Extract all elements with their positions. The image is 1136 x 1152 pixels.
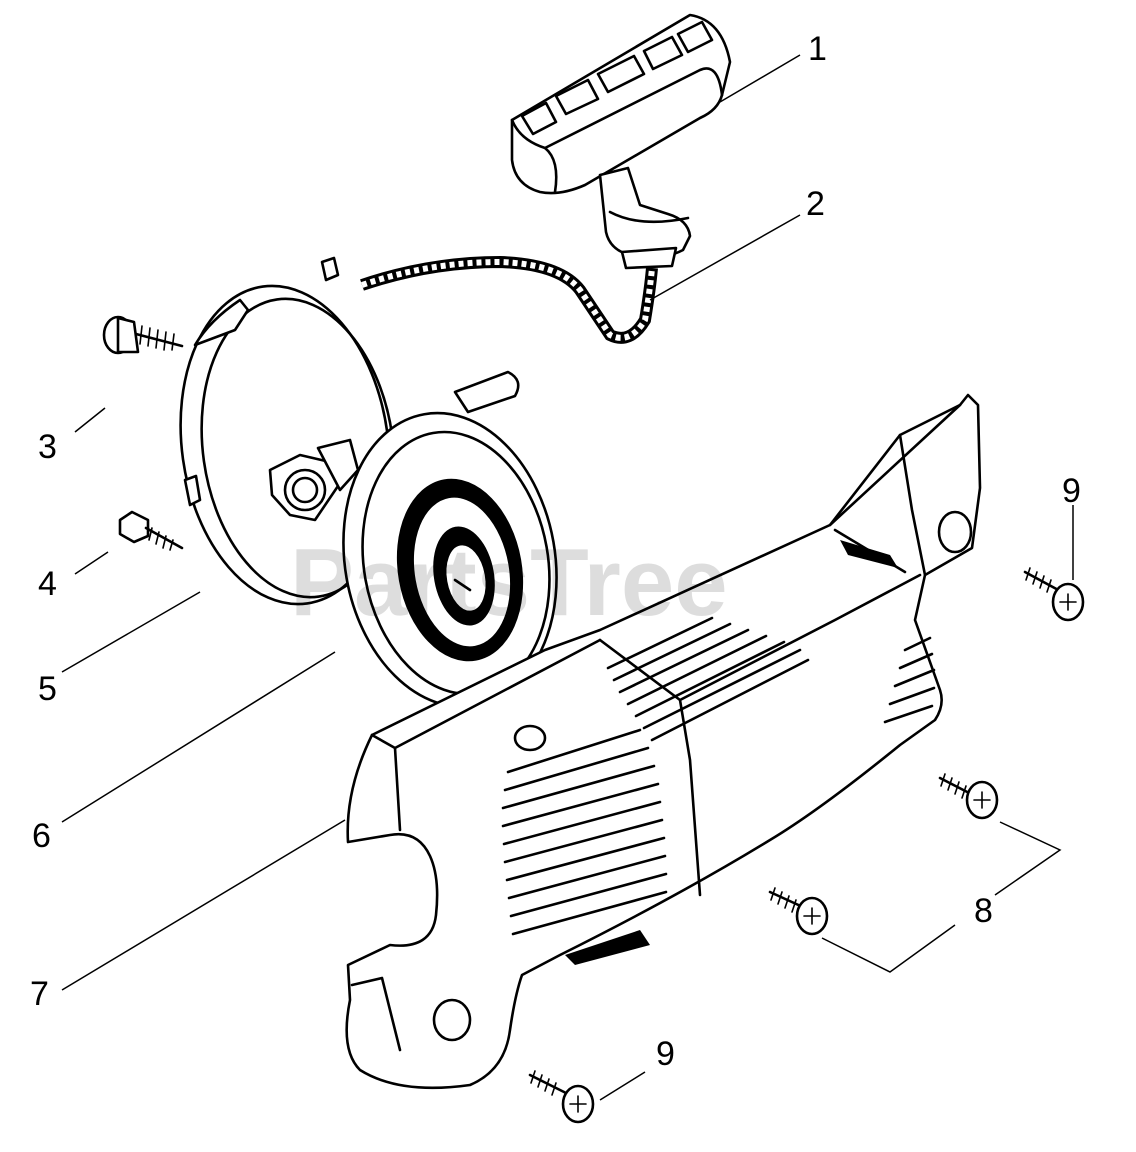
callout-8: 8 [974, 892, 993, 930]
callout-4: 4 [38, 565, 57, 603]
screw-8-right [938, 773, 999, 820]
screw-9-top [1023, 567, 1085, 622]
callout-3: 3 [38, 428, 57, 466]
screw-8-middle [768, 887, 829, 936]
screw-9-bottom [528, 1070, 595, 1124]
callout-6: 6 [32, 817, 51, 855]
bolt-4 [118, 510, 184, 551]
callout-1: 1 [808, 30, 827, 68]
leader-lines [61, 54, 1074, 1101]
watermark-text: PartsTree [290, 529, 728, 636]
starter-handle [510, 13, 732, 270]
callout-2: 2 [806, 185, 825, 223]
starter-rope [360, 255, 658, 344]
callout-9-bottom: 9 [656, 1035, 675, 1073]
bolt-3 [102, 315, 184, 355]
callout-5: 5 [38, 670, 57, 708]
callout-9-top: 9 [1062, 472, 1081, 510]
callout-7: 7 [30, 975, 49, 1013]
recoil-spring [342, 370, 558, 709]
starter-housing [345, 393, 982, 1090]
